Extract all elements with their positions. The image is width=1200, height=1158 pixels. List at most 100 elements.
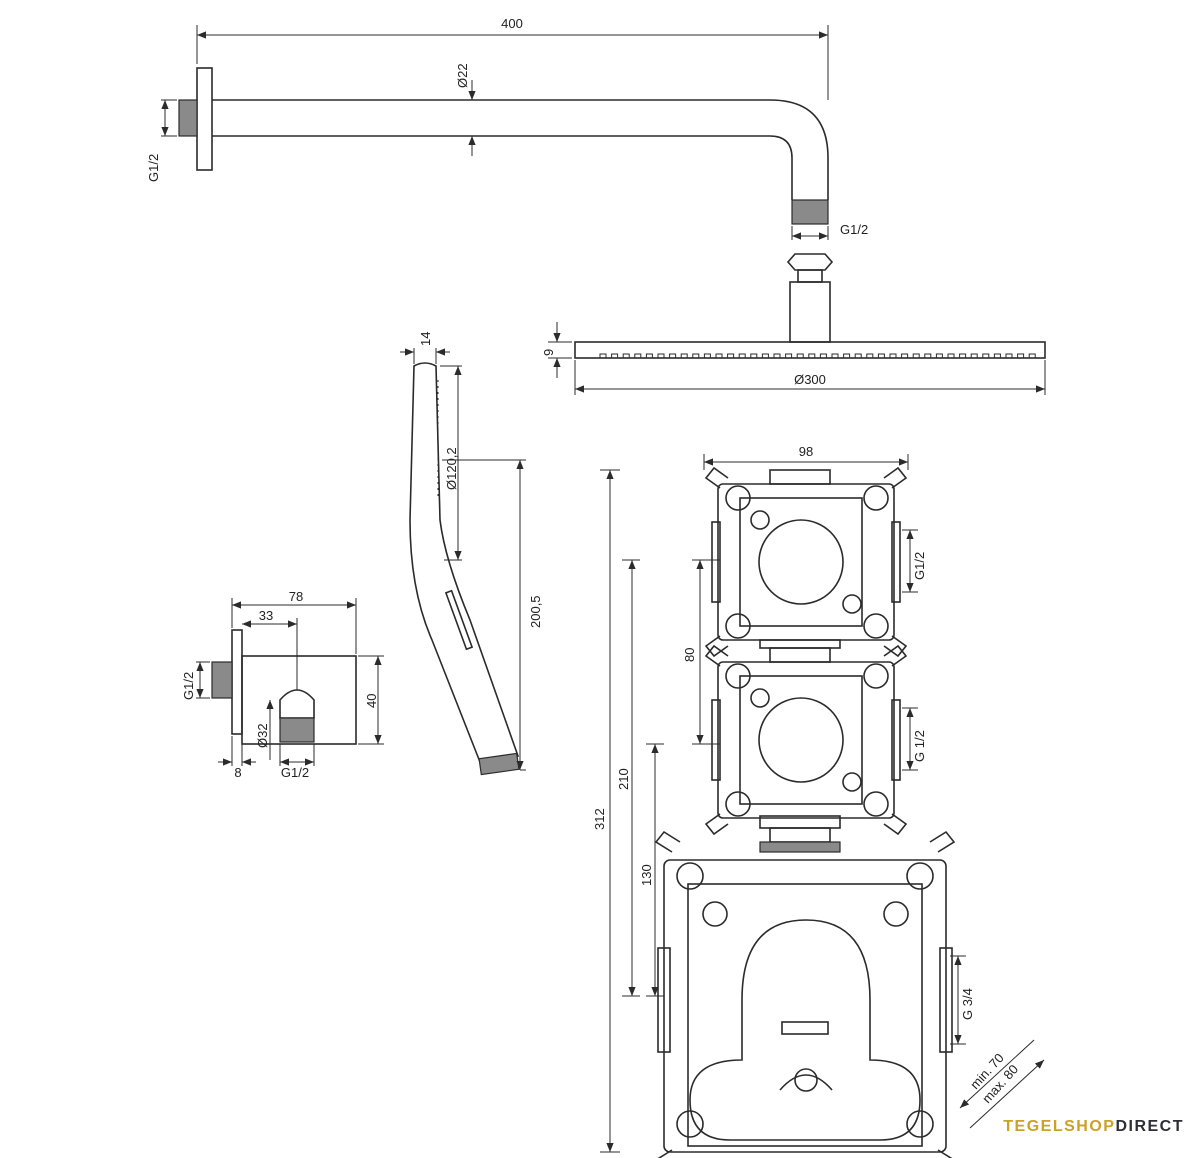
- dim-elbow-thread-out: G1/2: [279, 744, 315, 780]
- nozzle: [785, 353, 793, 359]
- concealed-valve-boxes: [704, 466, 908, 853]
- label-elbow-flange: 8: [234, 765, 241, 780]
- nozzle: [819, 353, 827, 359]
- brand-part-2: DIRECT: [1115, 1118, 1184, 1135]
- nozzle: [924, 353, 932, 359]
- nozzle: [727, 353, 735, 359]
- nozzle-row: [599, 353, 1036, 359]
- label-elbow-height: 40: [364, 694, 379, 708]
- label-hand-width: 14: [418, 332, 433, 346]
- label-arm-length: 400: [501, 16, 523, 31]
- mount-hole: [725, 791, 751, 817]
- nozzle: [750, 353, 758, 359]
- rain-shower-head: [574, 253, 1046, 359]
- corner-tab: [883, 813, 908, 836]
- label-elbow-depth: 78: [289, 589, 303, 604]
- nozzle: [831, 353, 839, 359]
- dim-hand-width: 14: [400, 332, 450, 364]
- nozzle: [912, 353, 920, 359]
- dim-arm-length: 400: [196, 16, 829, 100]
- mount-hole: [863, 663, 889, 689]
- dim-elbow-diameter: Ø32: [255, 700, 274, 760]
- arm-wall-thread: [178, 99, 198, 137]
- dim-arm-outlet-thread: G1/2: [791, 222, 868, 240]
- side-port: [891, 521, 901, 603]
- nozzle: [947, 353, 955, 359]
- nozzle: [843, 353, 851, 359]
- valve-box-1: [717, 483, 895, 641]
- nozzle: [866, 353, 874, 359]
- nozzle: [1017, 353, 1025, 359]
- label-arm-wall-thread: G1/2: [146, 154, 161, 182]
- dim-box-top-thread: G1/2: [902, 529, 927, 593]
- nozzle: [680, 353, 688, 359]
- label-box-top-thread: G1/2: [912, 552, 927, 580]
- valve-box-inner: [739, 497, 863, 627]
- nozzle: [959, 353, 967, 359]
- side-port: [891, 699, 901, 781]
- dim-box-spacing: 80: [682, 559, 720, 745]
- label-box-width: 98: [799, 444, 813, 459]
- dim-box-depth: min. 70 max. 80: [959, 1039, 1045, 1129]
- nozzle: [889, 353, 897, 359]
- dim-arm-wall-thread: G1/2: [146, 99, 177, 182]
- label-arm-diameter: Ø22: [455, 63, 470, 88]
- corner-tab: [704, 644, 729, 667]
- nozzle: [935, 353, 943, 359]
- dim-arm-diameter: Ø22: [455, 63, 476, 156]
- nozzle: [854, 353, 862, 359]
- nozzle: [1005, 353, 1013, 359]
- valve-bore: [758, 697, 844, 783]
- dim-box-main-thread: G 3/4: [950, 955, 975, 1045]
- label-box-spacing: 80: [682, 648, 697, 662]
- label-box-210: 210: [616, 768, 631, 790]
- dim-elbow-thread-in: G1/2: [181, 661, 210, 700]
- nozzle: [1028, 353, 1036, 359]
- label-box-total: 312: [592, 808, 607, 830]
- screw-hole: [750, 510, 770, 530]
- nozzle: [599, 353, 607, 359]
- thermostat-box: [654, 830, 956, 1158]
- corner-tab: [704, 813, 729, 836]
- nozzle: [993, 353, 1001, 359]
- dim-hand-length: 200,5: [442, 459, 543, 771]
- shower-arm: [178, 67, 829, 225]
- dim-box-total: 312: [592, 469, 620, 1153]
- dim-head-height: 9: [541, 322, 572, 378]
- label-head-diameter: Ø300: [794, 372, 826, 387]
- brand-part-1: TEGELSHOP: [1003, 1118, 1116, 1135]
- label-box-130: 130: [639, 864, 654, 886]
- label-box-main-thread: G 3/4: [960, 988, 975, 1020]
- mount-hole: [725, 663, 751, 689]
- label-arm-outlet-thread: G1/2: [840, 222, 868, 237]
- nozzle: [982, 353, 990, 359]
- dim-elbow-offset: 33: [242, 608, 298, 690]
- nozzle: [669, 353, 677, 359]
- nozzle: [877, 353, 885, 359]
- wall-elbow: [211, 629, 357, 745]
- dim-box-width: 98: [703, 444, 909, 470]
- label-elbow-offset: 33: [259, 608, 273, 623]
- dim-box-210: 210: [616, 559, 640, 997]
- mount-hole: [725, 485, 751, 511]
- dim-elbow-height: 40: [358, 655, 384, 745]
- hand-shower: [409, 362, 520, 776]
- valve-box-inner: [739, 675, 863, 805]
- label-elbow-diameter: Ø32: [255, 723, 270, 748]
- dim-elbow-depth: 78: [231, 589, 357, 654]
- arm-outlet-thread: [791, 199, 829, 225]
- nozzle: [657, 353, 665, 359]
- screw-hole: [842, 594, 862, 614]
- dim-elbow-flange: 8: [218, 736, 256, 780]
- nozzle: [622, 353, 630, 359]
- label-head-height: 9: [541, 349, 556, 356]
- dim-box-130: 130: [639, 743, 664, 997]
- nozzle: [692, 353, 700, 359]
- label-hand-length: 200,5: [528, 595, 543, 628]
- nozzle: [970, 353, 978, 359]
- nozzle: [901, 353, 909, 359]
- nozzle: [738, 353, 746, 359]
- label-elbow-thread-out: G1/2: [281, 765, 309, 780]
- nozzle: [703, 353, 711, 359]
